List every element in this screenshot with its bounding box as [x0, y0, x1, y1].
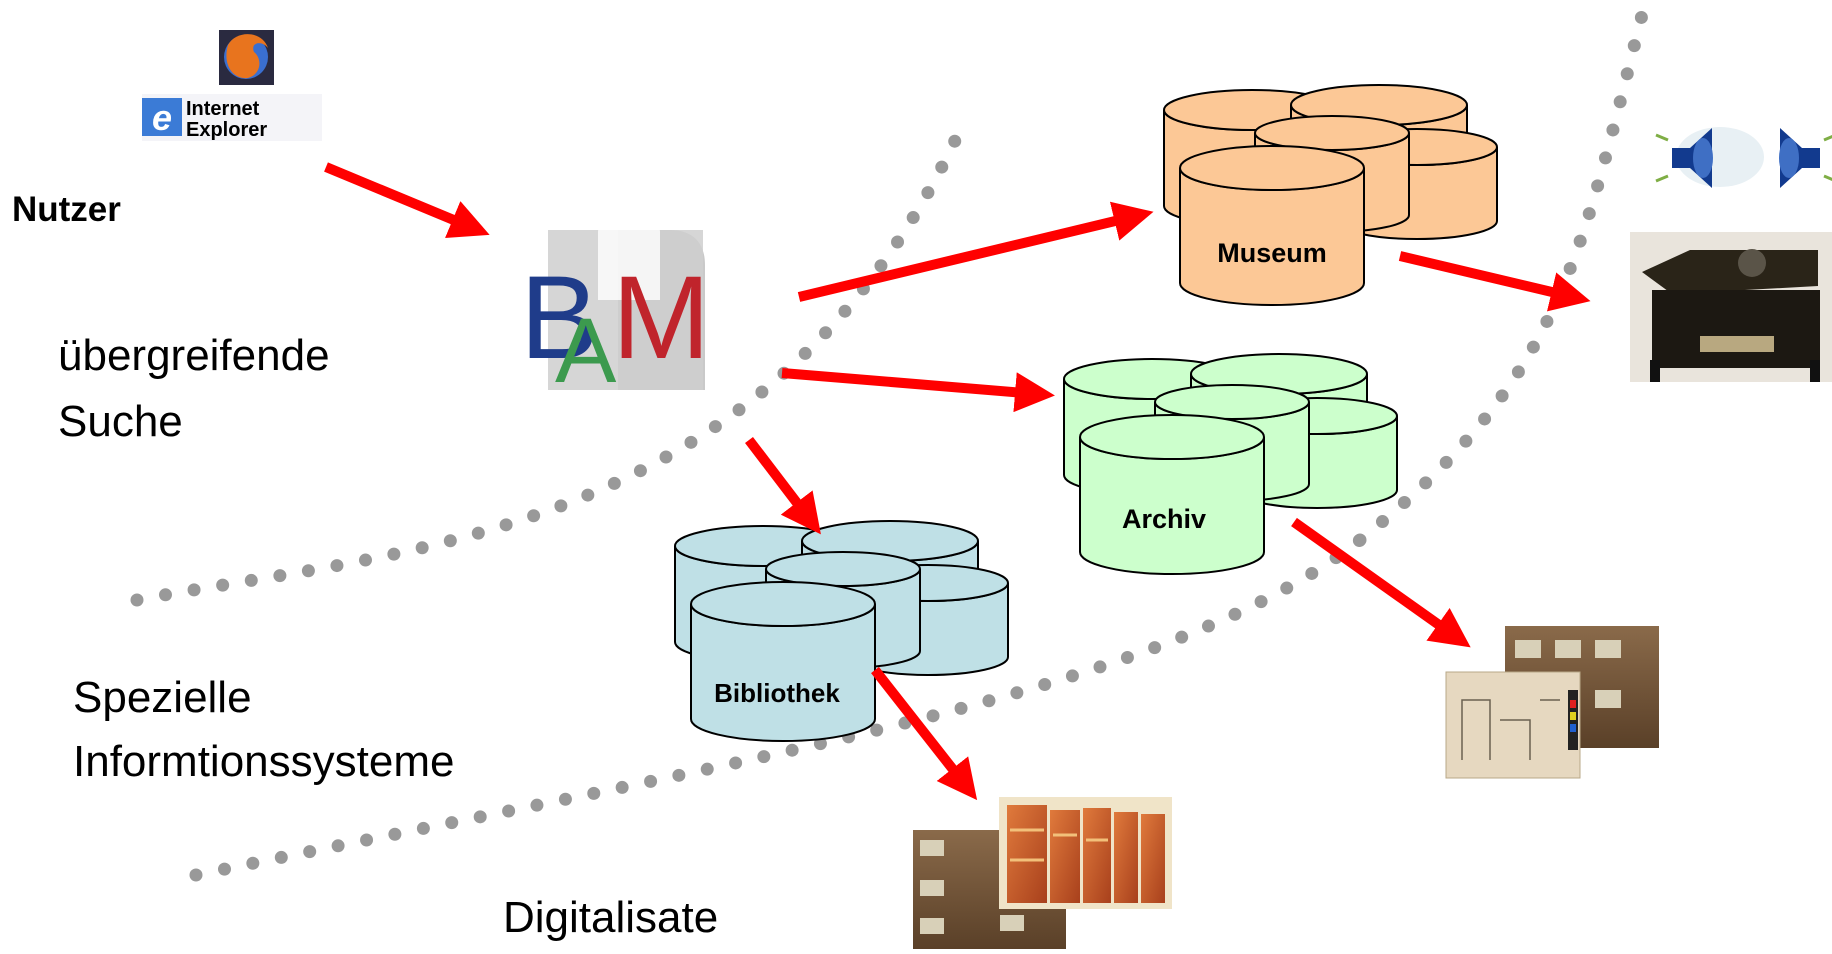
arrow-archive-to-documents [1291, 517, 1471, 648]
dotted-line-2 [189, 533, 1367, 882]
arrow-bam-to-library [745, 436, 821, 535]
label-user: Nutzer [12, 190, 121, 229]
museum-database-stack [1163, 84, 1498, 306]
ie-text-internet: Internet [186, 98, 260, 120]
museum-label: Museum [1217, 238, 1327, 268]
bam-logo: B A M [520, 215, 710, 402]
archive-digitized-image [1445, 626, 1659, 779]
dotted-line-1 [130, 123, 967, 607]
db-museum-cylinder-front [1179, 145, 1365, 306]
db-archive-cylinder-front [1079, 414, 1265, 575]
archive-label: Archiv [1122, 504, 1206, 534]
label-search-line1: übergreifende [58, 331, 330, 380]
archive-database-stack [1063, 353, 1398, 575]
label-digitized: Digitalisate [503, 893, 719, 942]
label-search-line2: Suche [58, 397, 183, 446]
phonograph-image [1630, 232, 1832, 382]
label-systems-line1: Spezielle [73, 673, 252, 722]
arrow-museum-to-phonograph [1398, 251, 1591, 312]
library-digitized-image [913, 797, 1172, 949]
ie-text-explorer: Explorer [186, 119, 267, 141]
bam-letter-m: M [612, 252, 710, 384]
ie-letter: e [152, 97, 172, 138]
flow-arrows [324, 162, 1591, 801]
firefox-icon [219, 30, 274, 85]
db-library-cylinder-front [690, 581, 876, 742]
label-systems-line2: Informtionssysteme [73, 737, 455, 786]
library-database-stack [674, 520, 1009, 742]
arrow-bam-to-archive [781, 368, 1055, 413]
bam-letter-a: A [555, 300, 617, 402]
dotted-separator-lines [130, 8, 1649, 882]
bam-letter-b: B [520, 252, 599, 384]
speaker-icon [1655, 127, 1832, 188]
internet-explorer-logo: e Internet Explorer [142, 94, 322, 141]
arrow-bam-to-museum [797, 201, 1154, 302]
arrow-library-to-books [871, 666, 978, 801]
browser-logos: e Internet Explorer [142, 30, 322, 141]
library-label: Bibliothek [714, 678, 840, 708]
arrow-user-to-bam [324, 162, 490, 239]
